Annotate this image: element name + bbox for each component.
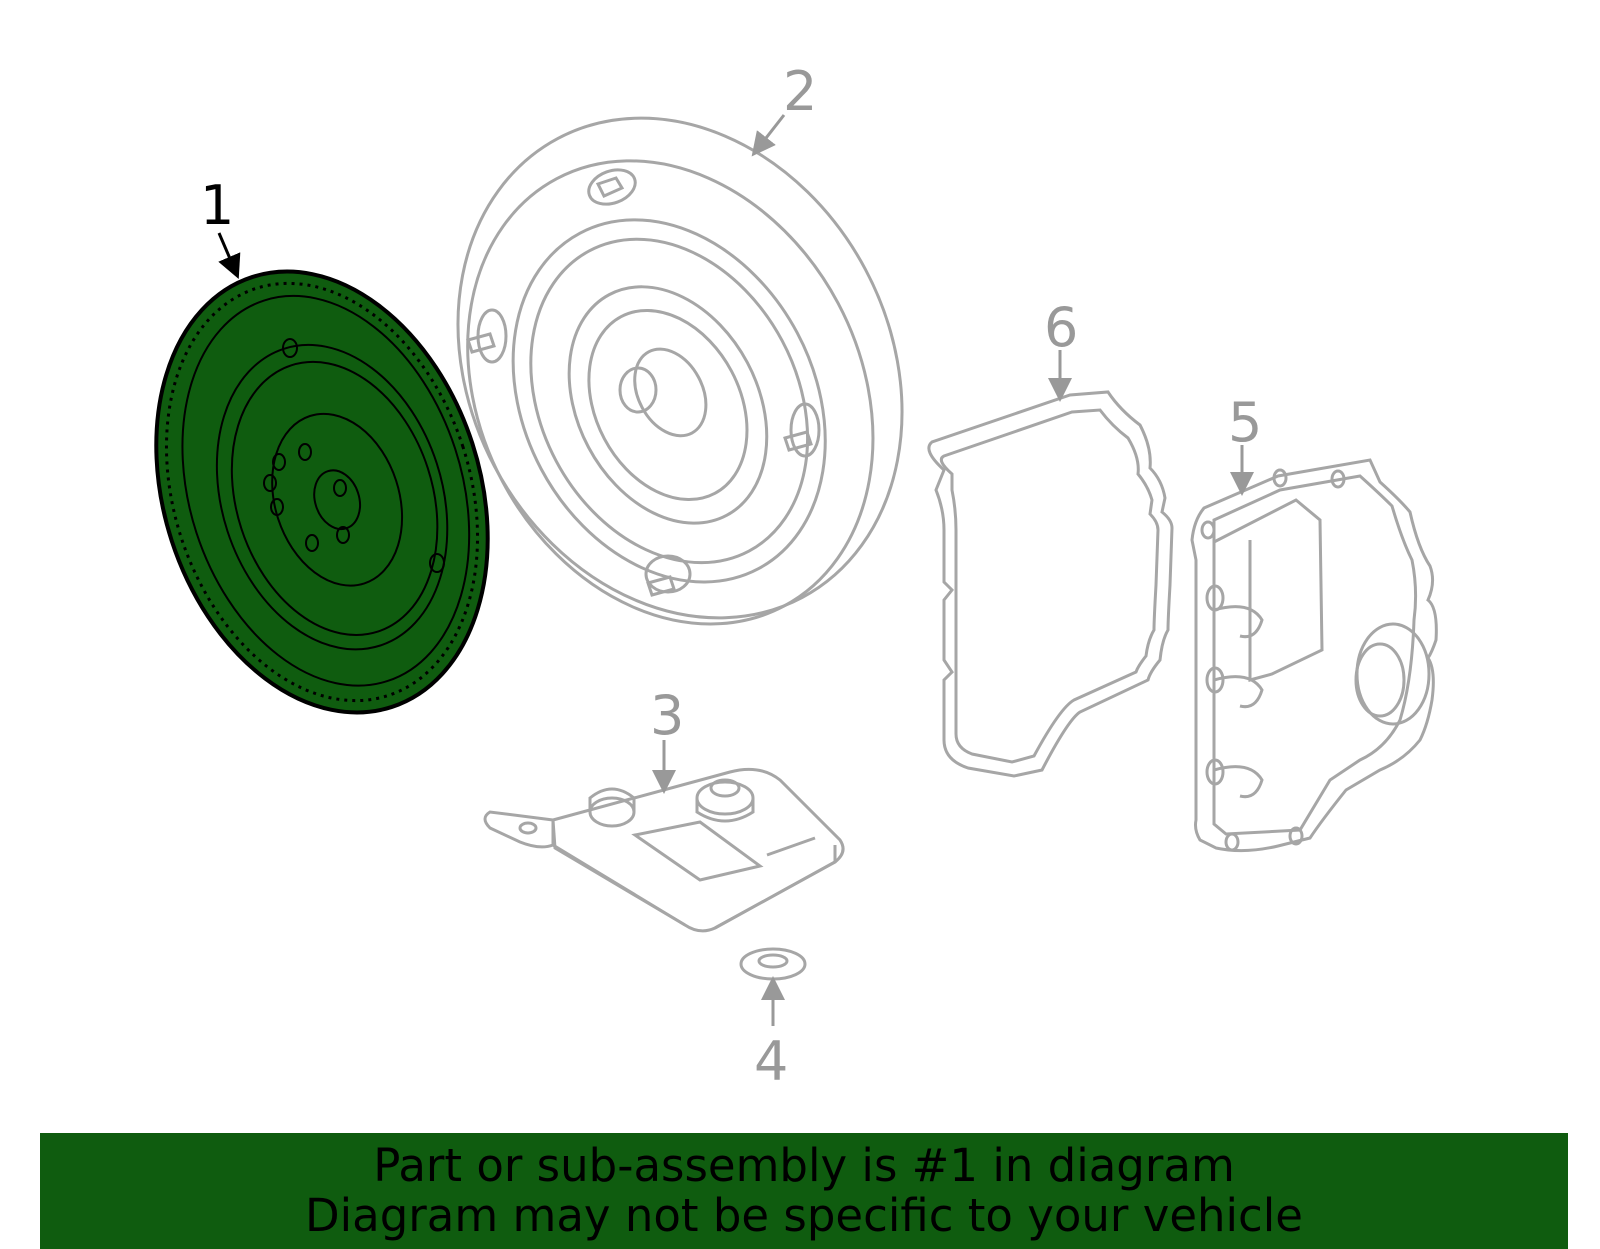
callout-5: 5 [1228, 391, 1262, 454]
callout-2: 2 [783, 60, 817, 123]
parts-diagram: 1 2 3 4 5 6 [102, 40, 1438, 1093]
part-1-flexplate[interactable] [102, 228, 542, 756]
callout-4: 4 [754, 1030, 788, 1093]
callout-1: 1 [200, 174, 234, 237]
part-5-oil-pan[interactable] [1190, 458, 1438, 853]
part-3-filter[interactable] [483, 767, 845, 933]
info-banner: Part or sub-assembly is #1 in diagram Di… [40, 1133, 1568, 1249]
callout-6: 6 [1044, 296, 1078, 359]
banner-line-1: Part or sub-assembly is #1 in diagram [373, 1139, 1235, 1192]
part-6-pan-gasket[interactable] [927, 390, 1174, 778]
leader-arrow-1 [217, 232, 241, 280]
callout-3: 3 [650, 684, 684, 747]
banner-line-2: Diagram may not be specific to your vehi… [305, 1189, 1303, 1242]
part-4-washer[interactable] [739, 947, 807, 981]
leader-arrow-2 [751, 114, 786, 157]
part-2-torque-converter[interactable] [373, 40, 988, 696]
